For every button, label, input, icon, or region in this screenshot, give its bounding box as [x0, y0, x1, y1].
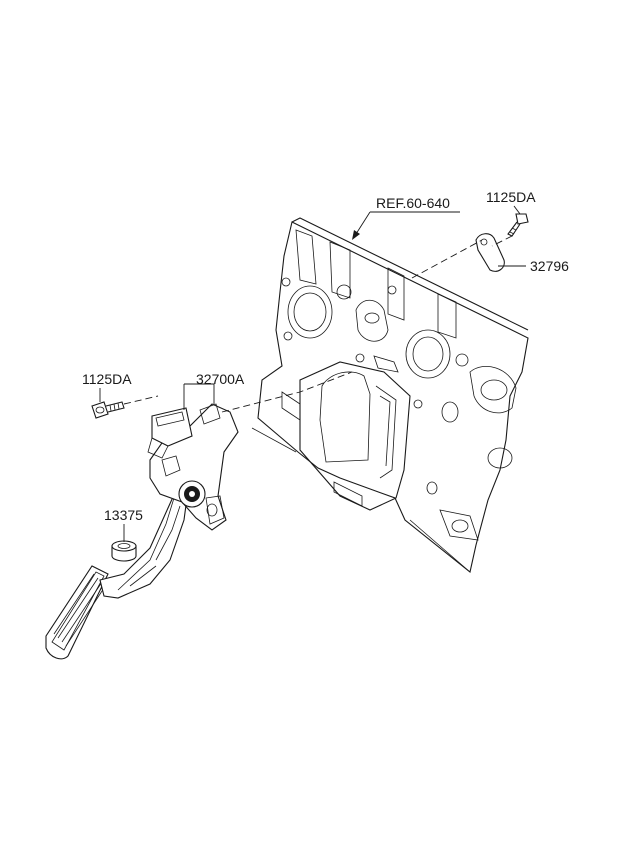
assembly-lines	[123, 235, 513, 413]
callout-32796: 32796	[530, 258, 569, 274]
callout-1125da-left: 1125DA	[82, 371, 132, 387]
stopper-13375	[111, 540, 137, 562]
callout-ref-60-640: REF.60-640	[376, 195, 450, 211]
bolt-top	[507, 213, 529, 237]
leader-lines	[99, 205, 526, 542]
dash-panel	[251, 217, 529, 573]
accelerator-pedal-assembly	[45, 403, 239, 660]
callout-13375: 13375	[104, 507, 143, 523]
bolt-left	[91, 401, 125, 419]
callout-1125da-top: 1125DA	[486, 189, 536, 205]
callout-32700a: 32700A	[196, 371, 245, 387]
plate-32796	[475, 233, 505, 272]
